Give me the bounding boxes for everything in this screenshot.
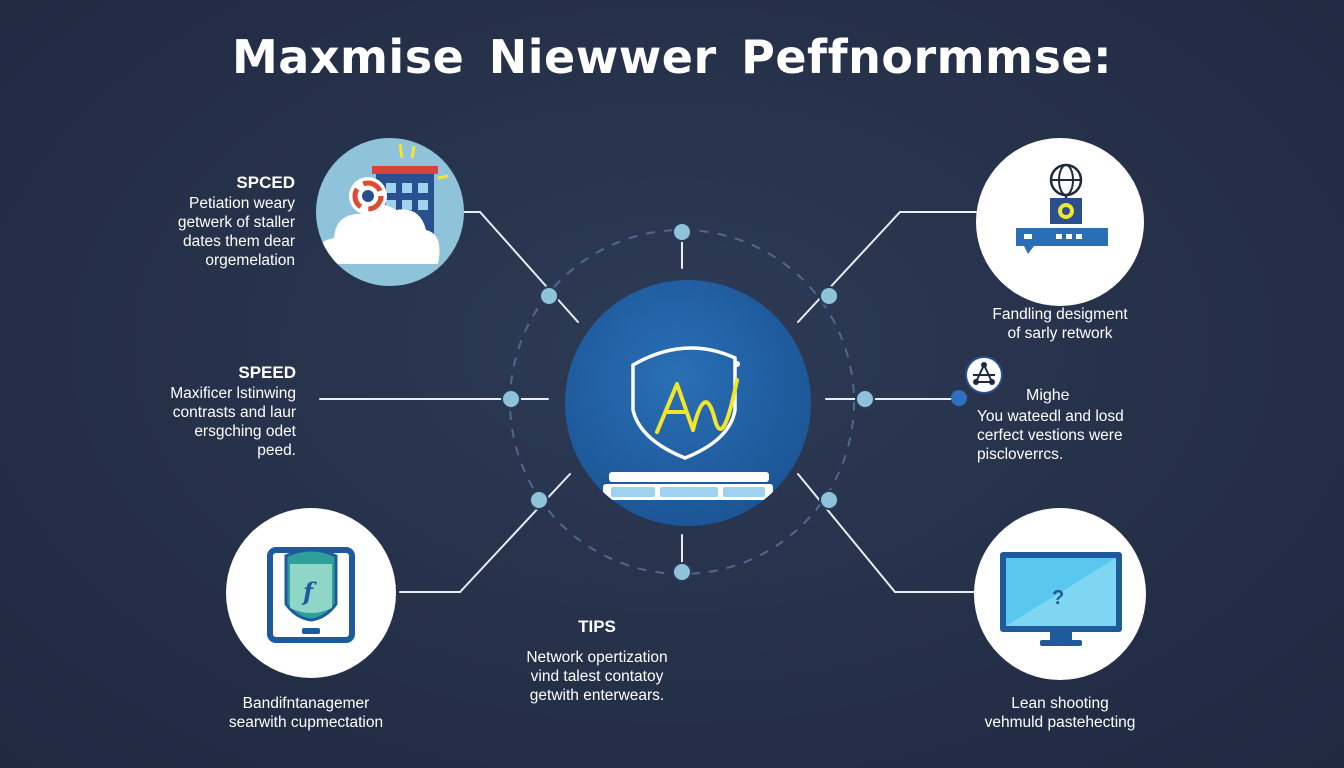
block-line: Bandifntanagemer <box>242 695 370 712</box>
center-circle <box>565 280 811 526</box>
page-title: Maxmise Niewwer Peffnormmse: <box>232 30 1112 84</box>
network-node-icon <box>973 362 995 385</box>
globe-router-circle <box>976 138 1144 306</box>
block-heading: TIPS <box>578 617 616 636</box>
block-line: vehmuld pastehecting <box>984 714 1136 731</box>
cloud-building-icon <box>316 143 449 264</box>
block-line: Maxificer lstinwing <box>170 385 296 402</box>
node-dot-mid-left <box>501 389 521 409</box>
block-line: contrasts and laur <box>172 404 296 421</box>
connector-bottom-left <box>399 473 571 593</box>
text-block-bottom-center: TIPS Network opertization vind talest co… <box>497 616 697 705</box>
block-line: vind talest contatoy <box>530 668 664 685</box>
node-dot-bottom <box>672 562 692 582</box>
connector-top-right <box>797 211 977 323</box>
monitor-circle: ? <box>974 508 1146 680</box>
block-line: getwith enterwears. <box>529 687 665 704</box>
text-block-mid-left: SPEED Maxificer lstinwing contrasts and … <box>120 362 296 460</box>
block-heading: SPCED <box>236 173 295 192</box>
svg-text:f: f <box>301 577 317 606</box>
text-block-top-left: SPCED Petiation weary getwerk of staller… <box>130 172 295 270</box>
block-heading: Mighe <box>1026 387 1070 404</box>
tablet-shield-icon: f <box>267 547 355 643</box>
block-line: peed. <box>257 442 296 459</box>
node-dot-bottom-right <box>819 490 839 510</box>
block-line: cerfect vestions were <box>977 427 1123 444</box>
node-dot-mid-right-end <box>951 390 967 406</box>
text-block-top-right: Fandling desigment of sarly retwork <box>960 305 1160 343</box>
monitor-question-icon: ? <box>1000 552 1122 646</box>
text-block-bottom-right: Lean shooting vehmuld pastehecting <box>955 694 1165 732</box>
block-line: Network opertization <box>526 649 668 666</box>
block-line: Fandling desigment <box>992 306 1128 323</box>
block-line: orgemelation <box>205 252 295 269</box>
block-line: ersgching odet <box>194 423 296 440</box>
block-line: searwith cupmectation <box>228 714 384 731</box>
shield-router-icon <box>603 346 773 500</box>
block-line: piscloverrcs. <box>977 446 1064 463</box>
network-node-badge <box>965 356 1003 394</box>
cloud-circle <box>316 138 464 286</box>
block-line: getwerk of staller <box>177 214 295 231</box>
block-heading: SPEED <box>238 363 296 382</box>
connector-bottom-right <box>797 473 976 593</box>
node-dot-top-right <box>819 286 839 306</box>
tablet-circle: f <box>226 508 396 678</box>
text-block-bottom-left: Bandifntanagemer searwith cupmectation <box>190 694 422 732</box>
node-dot-top <box>672 222 692 242</box>
block-line: Lean shooting <box>1011 695 1109 712</box>
globe-router-icon <box>1016 163 1108 254</box>
node-dot-bottom-left <box>529 490 549 510</box>
node-dot-top-left <box>539 286 559 306</box>
block-line: You wateedl and losd <box>977 408 1124 425</box>
block-line: of sarly retwork <box>1007 325 1113 342</box>
node-dot-mid-right <box>855 389 875 409</box>
block-line: dates them dear <box>182 233 295 250</box>
block-line: Petiation weary <box>189 195 295 212</box>
text-block-mid-right: Mighe You wateedl and losd cerfect vesti… <box>977 385 1177 464</box>
svg-text:?: ? <box>1052 587 1064 609</box>
